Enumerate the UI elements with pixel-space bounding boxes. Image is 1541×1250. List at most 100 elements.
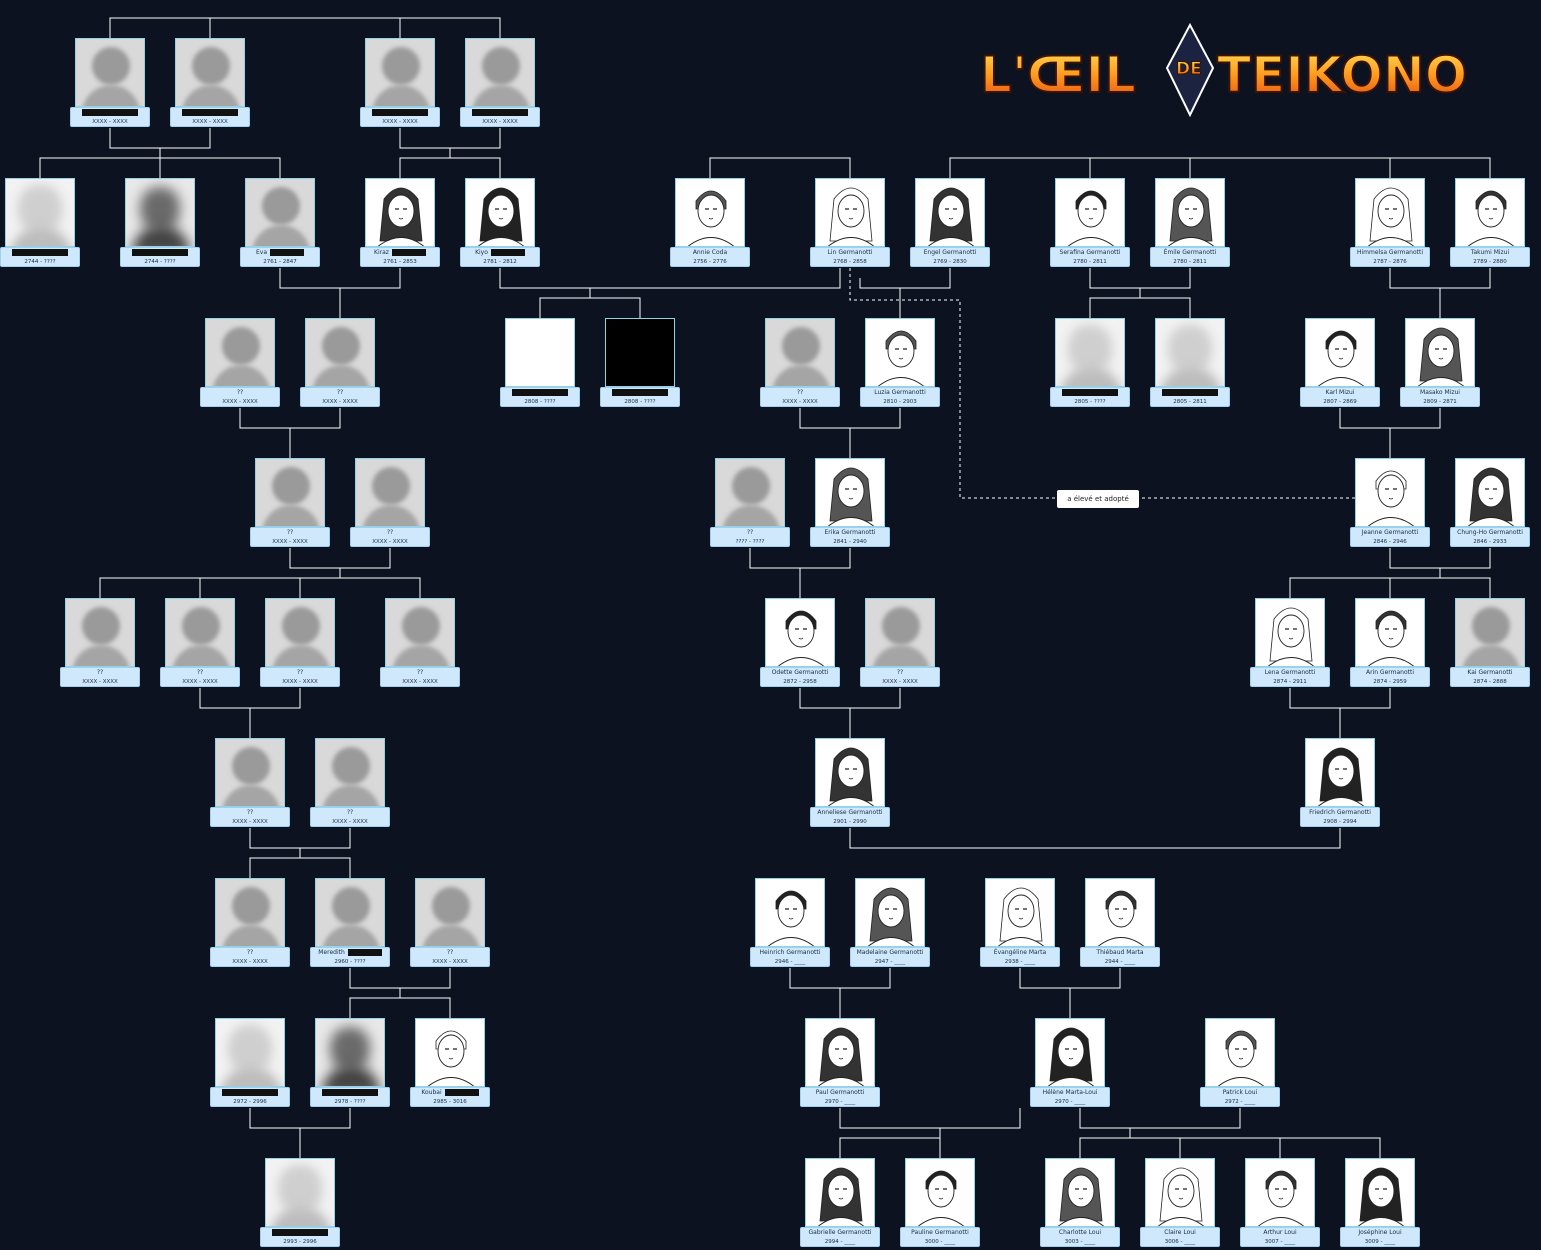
- person-dates: XXXX - XXXX: [382, 119, 418, 125]
- person-photo: [1455, 598, 1525, 667]
- person-photo: [1345, 1158, 1415, 1227]
- person-photo: [75, 38, 145, 107]
- person-name: Luzia Germanotti: [861, 388, 939, 398]
- person-caption: ??XXXX - XXXX: [350, 527, 430, 547]
- person-card[interactable]: ?????? - ????: [710, 458, 790, 547]
- person-card[interactable]: 2744 - ????: [120, 178, 200, 267]
- person-card[interactable]: 2744 - ????: [0, 178, 80, 267]
- person-name-text: Patrick Loui: [1222, 1089, 1258, 1096]
- person-card[interactable]: XXXX - XXXX: [460, 38, 540, 127]
- person-name-text: ??: [896, 669, 904, 676]
- person-caption: 2805 - 2811: [1150, 387, 1230, 407]
- person-name-text: Anneliese Germanotti: [817, 809, 883, 816]
- person-card[interactable]: ??XXXX - XXXX: [310, 738, 390, 827]
- person-card[interactable]: XXXX - XXXX: [360, 38, 440, 127]
- person-card[interactable]: ??XXXX - XXXX: [380, 598, 460, 687]
- person-card[interactable]: ??XXXX - XXXX: [60, 598, 140, 687]
- person-photo: [805, 1018, 875, 1087]
- person-card[interactable]: ??XXXX - XXXX: [160, 598, 240, 687]
- person-dates: 2985 - 3016: [433, 1099, 467, 1105]
- person-card[interactable]: ??XXXX - XXXX: [760, 318, 840, 407]
- portrait-drawing: [377, 187, 425, 246]
- person-card[interactable]: 2972 - 2996: [210, 1018, 290, 1107]
- person-card[interactable]: ??XXXX - XXXX: [350, 458, 430, 547]
- person-card[interactable]: ??XXXX - XXXX: [860, 598, 940, 687]
- person-photo: [215, 878, 285, 947]
- person-name: Takumi Mizui: [1451, 248, 1529, 258]
- person-name-text: Takumi Mizui: [1470, 249, 1510, 256]
- person-card[interactable]: 2805 - ????: [1050, 318, 1130, 407]
- person-name: [71, 108, 149, 118]
- person-card[interactable]: 2978 - ????: [310, 1018, 390, 1107]
- person-name: Karl Mizui: [1301, 388, 1379, 398]
- person-dates: XXXX - XXXX: [332, 819, 368, 825]
- person-card[interactable]: ??XXXX - XXXX: [300, 318, 380, 407]
- person-card[interactable]: ??XXXX - XXXX: [410, 878, 490, 967]
- person-card[interactable]: 2808 - ????: [500, 318, 580, 407]
- person-name-text: Claire Loui: [1164, 1229, 1196, 1236]
- person-name: ??: [261, 668, 339, 678]
- person-card[interactable]: ??XXXX - XXXX: [210, 738, 290, 827]
- person-card[interactable]: ??XXXX - XXXX: [250, 458, 330, 547]
- person-card[interactable]: 2805 - 2811: [1150, 318, 1230, 407]
- person-dates: 2807 - 2869: [1323, 399, 1357, 405]
- person-photo: [415, 878, 485, 947]
- person-card[interactable]: 2808 - ????: [600, 318, 680, 407]
- person-card[interactable]: XXXX - XXXX: [70, 38, 150, 127]
- person-card[interactable]: ??XXXX - XXXX: [210, 878, 290, 967]
- person-card[interactable]: 2993 - 2996: [260, 1158, 340, 1247]
- person-name: [1, 248, 79, 258]
- portrait-drawing: [1267, 607, 1315, 666]
- person-dates: 2947 - ____: [874, 959, 906, 965]
- person-card[interactable]: ??XXXX - XXXX: [260, 598, 340, 687]
- person-card[interactable]: XXXX - XXXX: [170, 38, 250, 127]
- portrait-drawing: [1417, 327, 1465, 386]
- redaction-bar: [512, 389, 568, 396]
- person-caption: XXXX - XXXX: [70, 107, 150, 127]
- person-card[interactable]: ??XXXX - XXXX: [200, 318, 280, 407]
- person-name: Madelaine Germanotti: [851, 948, 929, 958]
- person-name: Joséphine Loui: [1341, 1228, 1419, 1238]
- portrait-drawing: [1257, 1170, 1305, 1226]
